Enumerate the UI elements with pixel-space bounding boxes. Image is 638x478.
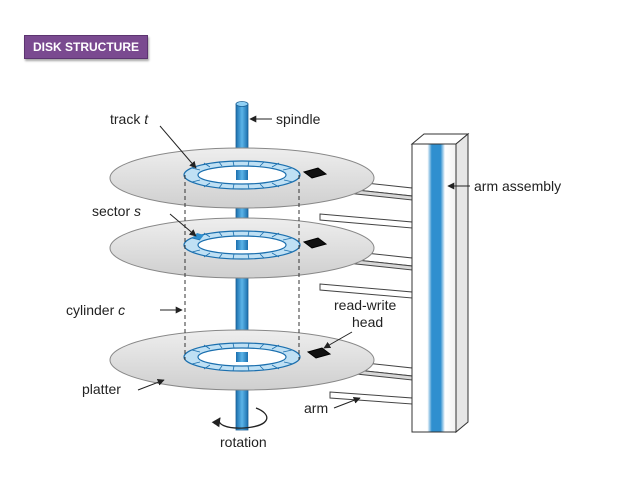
label-read-write: read-write: [334, 297, 396, 313]
platter-top: [109, 147, 375, 209]
label-arm: arm: [304, 400, 328, 416]
read-write-head-middle: [302, 237, 328, 249]
cylinder-outline: [184, 175, 300, 360]
read-write-head-top: [302, 167, 328, 179]
label-sector: sector s: [92, 203, 141, 219]
platter-bottom: [109, 329, 375, 391]
label-head: head: [352, 314, 383, 330]
label-rotation: rotation: [220, 434, 267, 450]
arm-assembly: [410, 132, 470, 434]
platter-middle: [109, 217, 375, 279]
leader-read-write: [323, 331, 353, 349]
leader-platter: [137, 378, 165, 391]
rotation-arrow-icon: [211, 407, 268, 429]
label-platter: platter: [82, 381, 121, 397]
label-spindle: spindle: [276, 111, 321, 127]
leader-track: [159, 125, 197, 169]
spindle-top: [235, 101, 249, 107]
leader-arm: [333, 396, 361, 409]
label-track: track t: [110, 111, 149, 127]
leader-sector: [169, 213, 197, 237]
label-cylinder: cylinder c: [66, 302, 125, 318]
slide-title: DISK STRUCTURE: [24, 35, 149, 59]
read-write-head-bottom: [306, 347, 332, 359]
sector-highlight: [192, 233, 204, 240]
label-arm-assembly: arm assembly: [474, 178, 561, 194]
